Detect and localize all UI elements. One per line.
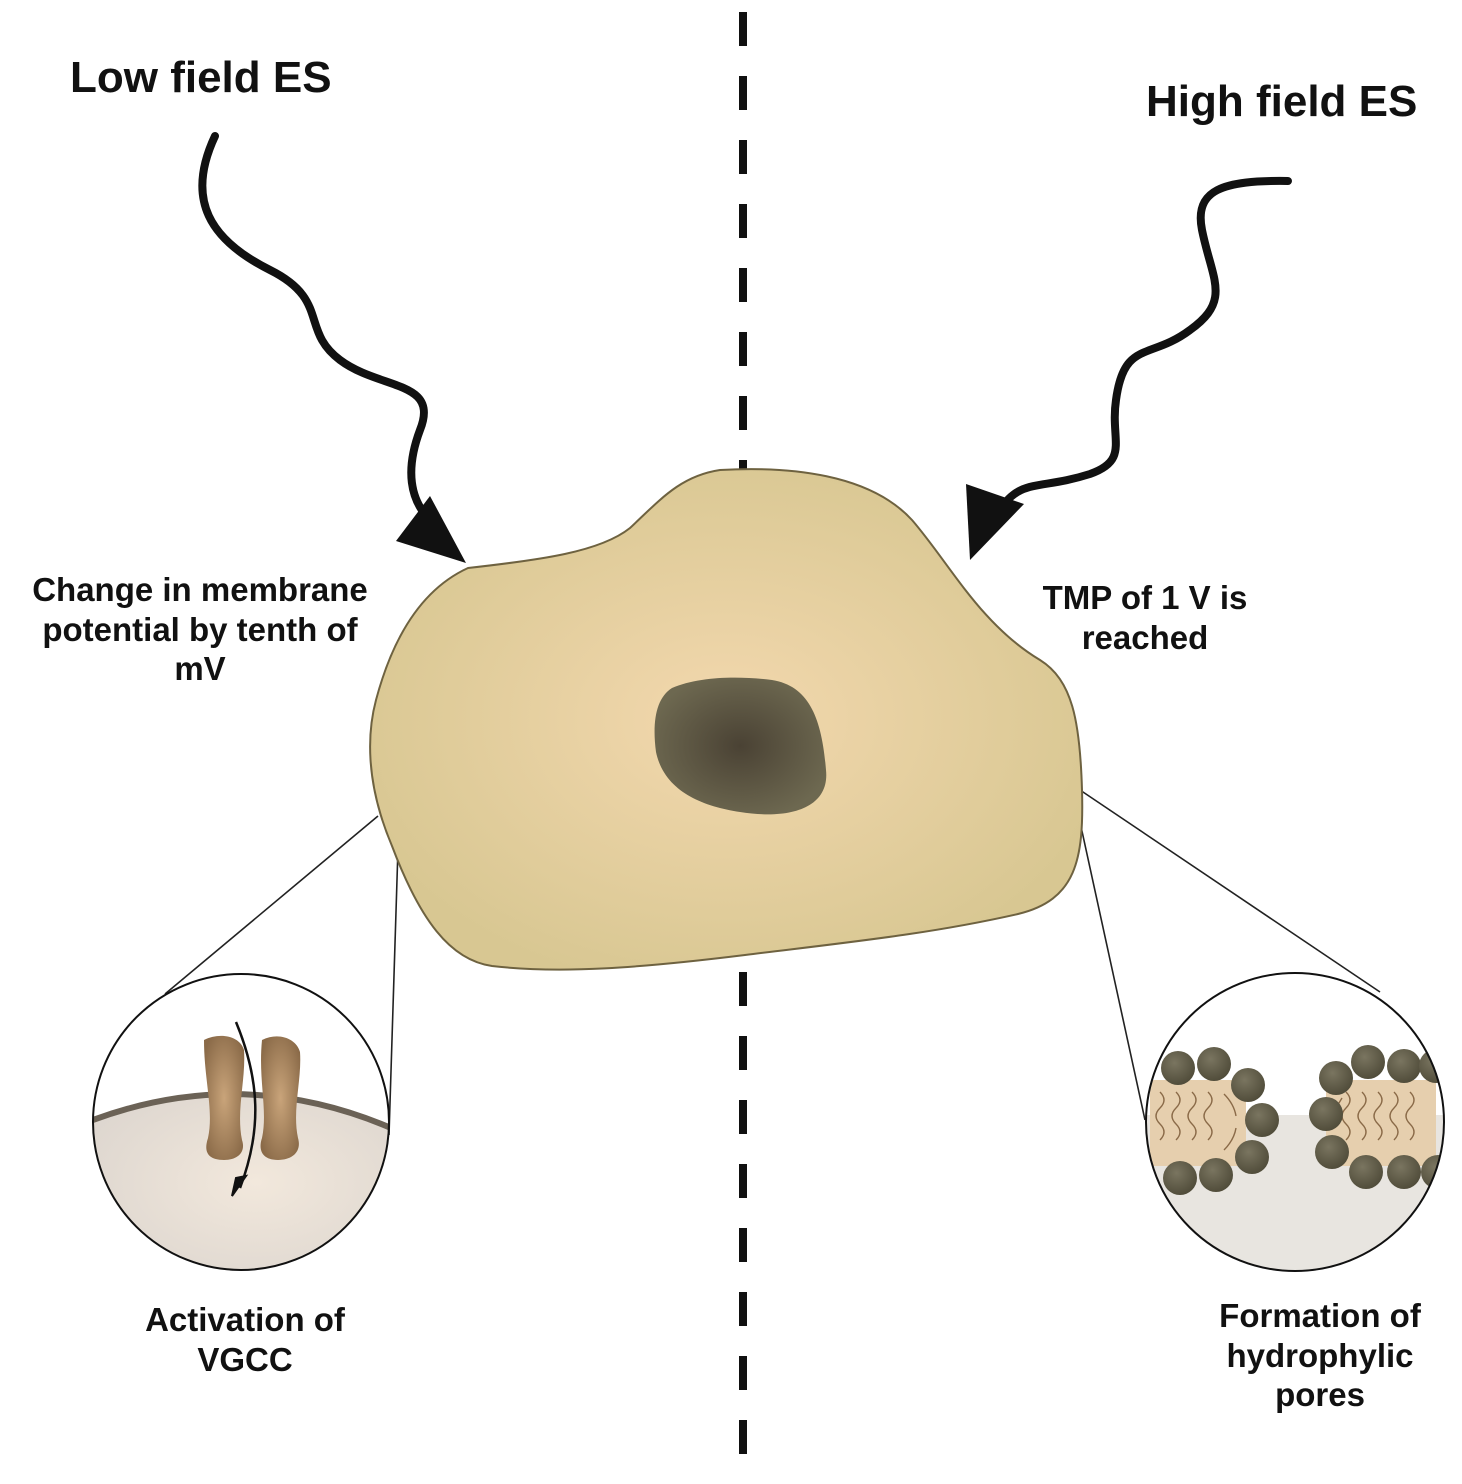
high-outcome-line-1: Formation of xyxy=(1219,1297,1421,1334)
low-effect-note: Change in membrane potential by tenth of… xyxy=(0,570,400,689)
low-outcome-line-1: Activation of xyxy=(145,1301,345,1338)
high-field-arrow xyxy=(966,176,1292,560)
low-field-title: Low field ES xyxy=(70,53,332,102)
high-field-title: High field ES xyxy=(1146,77,1418,126)
ion-flow-arrow xyxy=(234,1021,257,1189)
channel-inset xyxy=(92,973,390,1271)
lipid-pore-icon xyxy=(1150,1045,1444,1195)
high-outcome-note: Formation of hydrophylic pores xyxy=(1180,1296,1460,1415)
low-effect-line-1: Change in membrane xyxy=(32,571,368,608)
low-effect-line-3: mV xyxy=(174,650,226,688)
arrowhead-icon xyxy=(396,496,466,563)
low-outcome-line-2: VGCC xyxy=(197,1340,293,1378)
high-outcome-line-2: hydrophylic xyxy=(1226,1336,1414,1374)
low-outcome-note: Activation of VGCC xyxy=(100,1300,390,1379)
wavy-arrow-icon xyxy=(996,176,1292,514)
arrowhead-icon xyxy=(966,484,1024,560)
ion-channel-icon xyxy=(204,1035,301,1160)
zoom-lines-left xyxy=(164,815,399,1136)
low-effect-line-2: potential by tenth of xyxy=(42,610,358,648)
low-field-arrow xyxy=(198,132,466,563)
high-effect-note: TMP of 1 V is reached xyxy=(1000,578,1290,657)
high-effect-line-2: reached xyxy=(1081,618,1209,656)
high-effect-line-1: TMP of 1 V is xyxy=(1042,579,1248,616)
cell-nucleus xyxy=(654,677,827,815)
zoom-lines-right xyxy=(1079,789,1381,1121)
pore-inset xyxy=(1145,972,1445,1272)
high-outcome-line-3: pores xyxy=(1275,1376,1365,1414)
wavy-arrow-icon xyxy=(198,132,434,524)
